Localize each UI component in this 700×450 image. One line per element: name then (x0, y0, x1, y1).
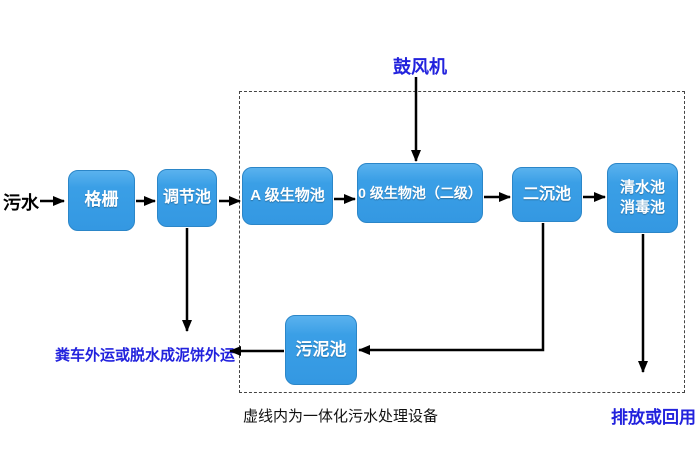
node-grid-screen: 格栅 (68, 170, 135, 231)
blower-label: 鼓风机 (393, 57, 447, 77)
node-secondary-sedimentation-tank-label: 二沉池 (522, 185, 571, 203)
node-a-bio-tank: A 级生物池 (242, 167, 333, 225)
discharge-reuse-label: 排放或回用 (611, 408, 696, 427)
node-o-bio-tank-label: 0 级生物池（二级） (358, 184, 482, 201)
node-secondary-sedimentation-tank: 二沉池 (512, 167, 582, 222)
node-sludge-tank: 污泥池 (285, 315, 357, 385)
node-o-bio-tank: 0 级生物池（二级） (357, 163, 483, 223)
node-grid-screen-label: 格栅 (84, 190, 119, 210)
node-a-bio-tank-label: A 级生物池 (250, 186, 325, 204)
node-regulating-tank: 调节池 (157, 169, 217, 227)
node-disinfection-label: 消毒池 (619, 199, 665, 216)
node-sludge-tank-label: 污泥池 (295, 339, 347, 359)
node-clean-water-label: 清水池 (619, 178, 665, 196)
sewage-inlet-label: 污水 (3, 193, 39, 213)
dashed-boundary-caption: 虚线内为一体化污水处理设备 (243, 408, 439, 425)
node-clean-water-disinfection-tank: 清水池 消毒池 (607, 163, 678, 233)
sludge-disposal-label: 粪车外运或脱水成泥饼外运 (55, 347, 236, 364)
node-regulating-tank-label: 调节池 (162, 189, 211, 207)
integrated-equipment-boundary (239, 91, 685, 393)
